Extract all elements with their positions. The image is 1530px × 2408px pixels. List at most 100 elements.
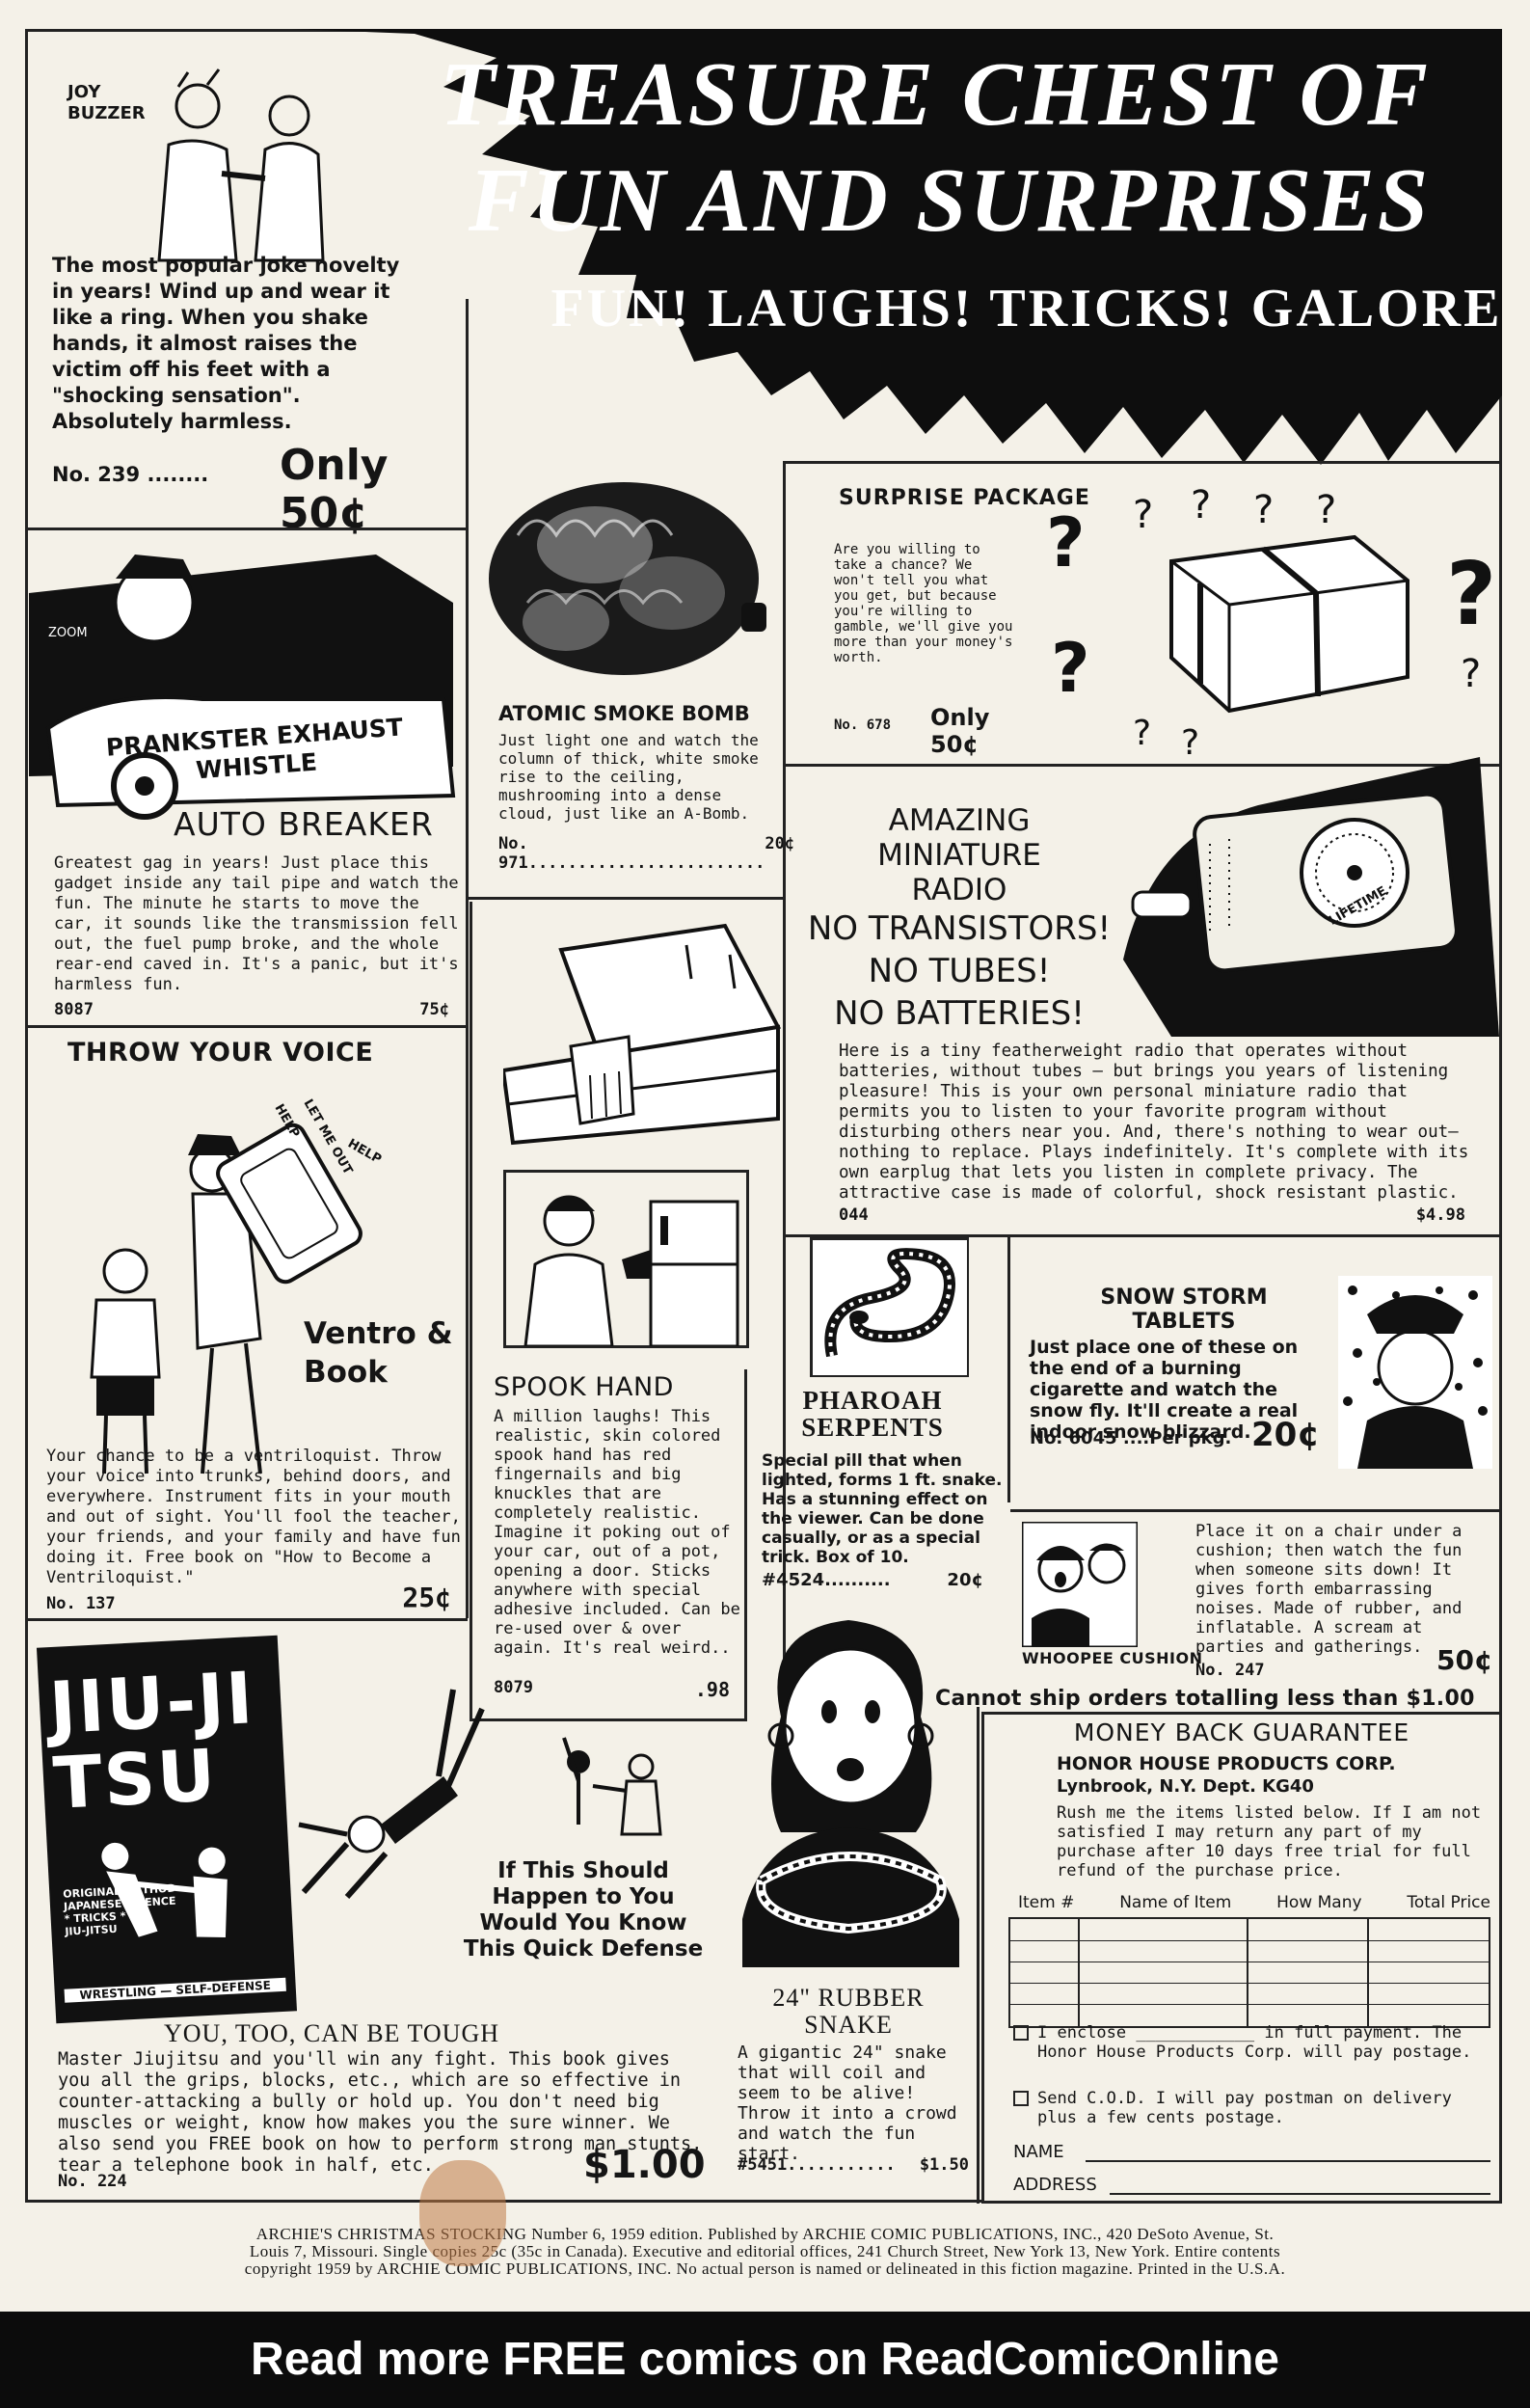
pharoah-section: PHAROAH SERPENTS Special pill that when … [747,1237,1007,1604]
throw-voice-number: No. 137 [46,1594,116,1613]
address-field[interactable] [1110,2193,1490,2195]
order-form: MONEY BACK GUARANTEE HONOR HOUSE PRODUCT… [981,1712,1502,2204]
svg-text:?: ? [1461,652,1481,696]
svg-text:?: ? [1446,544,1496,645]
whoopee-price: 50¢ [1436,1644,1493,1676]
divider [744,1369,747,1721]
option-enclose-text: I enclose ____________ in full payment. … [1037,2023,1472,2062]
table-col-rule [1247,1919,1248,2026]
whoopee-text: Place it on a chair under a cushion; the… [1195,1522,1463,1657]
radio-title-3: NO TRANSISTORS! [807,909,1112,948]
radio-number: 044 [839,1205,869,1225]
snow-storm-text: Just place one of these on the end of a … [1030,1337,1299,1443]
spook-hand-scene [503,1170,749,1348]
pharoah-art-box [810,1237,969,1377]
whoopee-number: No. 247 [1195,1661,1265,1680]
smoke-bomb-section: ATOMIC SMOKE BOMB Just light one and wat… [470,444,794,892]
divider [1007,1237,1010,1502]
throw-voice-price-row: No. 137 25¢ [46,1582,451,1613]
spook-hand-section: SPOOK HAND A million laughs! This realis… [470,902,783,1712]
whoopee-label: WHOOPEE CUSHION [1022,1649,1203,1667]
smoke-bomb-title: ATOMIC SMOKE BOMB [498,702,750,725]
divider [470,1718,744,1721]
jiujitsu-text: Master Jiujitsu and you'll win any fight… [58,2049,703,2176]
divider [27,528,466,530]
svg-text:?: ? [1051,629,1090,708]
col-item-number: Item # [1018,1893,1075,1912]
banner-title-line1: TREASURE CHEST OF [440,44,1431,145]
col-total-price: Total Price [1407,1893,1490,1912]
auto-breaker-price: 75¢ [419,1000,449,1019]
banner: TREASURE CHEST OF FUN AND SURPRISES FUN!… [289,29,1504,473]
order-table[interactable] [1008,1917,1490,2028]
surprise-package-number: No. 678 [834,717,892,733]
name-label: NAME [1013,2142,1064,2162]
radio-title-block: AMAZING MINIATURE RADIO NO TRANSISTORS! … [805,803,1114,1035]
name-field[interactable] [1086,2160,1490,2162]
holdup-illustration [562,1737,662,1836]
serpent-illustration [813,1240,967,1375]
snow-man-illustration [1338,1276,1492,1469]
spook-hand-title: SPOOK HAND [494,1372,674,1402]
radio-title-4: NO TUBES! [868,952,1051,990]
banner-starburst [289,29,1502,465]
radio-text: Here is a tiny featherweight radio that … [839,1042,1469,1203]
auto-breaker-number: 8087 [54,1000,94,1019]
read-more-banner[interactable]: Read more FREE comics on ReadComicOnline [0,2312,1530,2408]
svg-text:?: ? [1133,714,1151,753]
handshake-illustration [157,68,325,262]
svg-text:?: ? [1133,493,1153,537]
table-row-rule [1010,1940,1489,1941]
smoke-bomb-number: No. 971........................ [498,834,765,873]
guarantee-heading: MONEY BACK GUARANTEE [1073,1718,1410,1746]
divider [466,299,469,1037]
jiujitsu-book-title: JIU-JITSU [47,1657,257,1826]
snake-girl-illustration [742,1620,959,1967]
divider [977,1707,980,2204]
joy-buzzer-label: JOY BUZZER [67,82,146,123]
svg-text:?: ? [1316,488,1336,532]
smoke-bomb-price: 20¢ [765,834,795,853]
pharoah-number: #4524.......... [762,1570,891,1590]
divider [466,1025,469,1618]
pharoah-text: Special pill that when lighted, forms 1 … [762,1451,1003,1567]
auto-breaker-title: AUTO BREAKER [174,805,434,843]
publication-info: ARCHIE'S CHRISTMAS STOCKING Number 6, 19… [0,2226,1530,2278]
enclose-checkbox[interactable] [1013,2025,1029,2041]
col-how-many: How Many [1276,1893,1362,1912]
snow-storm-section: SNOW STORM TABLETS Just place one of the… [1010,1237,1500,1512]
surprise-package-price: Only 50¢ [930,704,990,758]
table-row-rule [1010,1983,1489,1984]
jiujitsu-number: No. 224 [58,2172,127,2191]
publication-line-1: ARCHIE'S CHRISTMAS STOCKING Number 6, 19… [255,2225,1275,2243]
divider [783,1234,1501,1237]
surprise-package-text: Are you willing to take a chance? We won… [834,542,1013,665]
divider [783,461,1501,464]
auto-breaker-section: ZOOM PRANKSTER EXHAUST WHISTLE AUTO BREA… [29,535,463,1037]
order-terms: Rush me the items listed below. If I am … [1057,1803,1482,1880]
surprise-package-section: SURPRISE PACKAGE Are you willing to take… [786,465,1499,764]
radio-section: AMAZING MINIATURE RADIO NO TRANSISTORS! … [786,757,1499,1234]
jiujitsu-price: $1.00 [583,2143,706,2187]
jiujitsu-book-cover: JIU-JITSU ORIGINAL METHOD JAPANESE SCIEN… [36,1635,298,2024]
throw-voice-title: THROW YOUR VOICE [67,1038,374,1068]
throw-voice-section: THROW YOUR VOICE HELP LET ME OUT HELP Ve… [29,1030,463,1618]
throw-voice-price: 25¢ [402,1582,451,1613]
rubber-snake-number: #5451........... [738,2155,896,2175]
jiujitsu-title: YOU, TOO, CAN BE TOUGH [164,2019,499,2047]
radio-title-2: RADIO [911,873,1007,907]
radio-price-row: 044 $4.98 [839,1205,1465,1225]
divider [783,764,1501,767]
table-col-rule [1078,1919,1080,2026]
divider [1010,1509,1502,1512]
publication-line-2: Louis 7, Missouri. Single copies 25c (35… [249,2242,1281,2260]
spook-hand-price: .98 [694,1678,730,1701]
svg-text:?: ? [1253,488,1274,532]
joy-buzzer-section: JOY BUZZER The most popular joke novelty… [39,39,463,538]
throw-defense-illustration [298,1689,485,1899]
whoopee-faces-illustration [1022,1522,1138,1647]
cod-checkbox[interactable] [1013,2091,1029,2106]
rubber-snake-title: 24" RUBBER SNAKE [772,1984,925,2039]
grappling-figures-icon [101,1842,228,1937]
radio-in-hand-illustration: LIFETIME [1123,757,1499,1037]
